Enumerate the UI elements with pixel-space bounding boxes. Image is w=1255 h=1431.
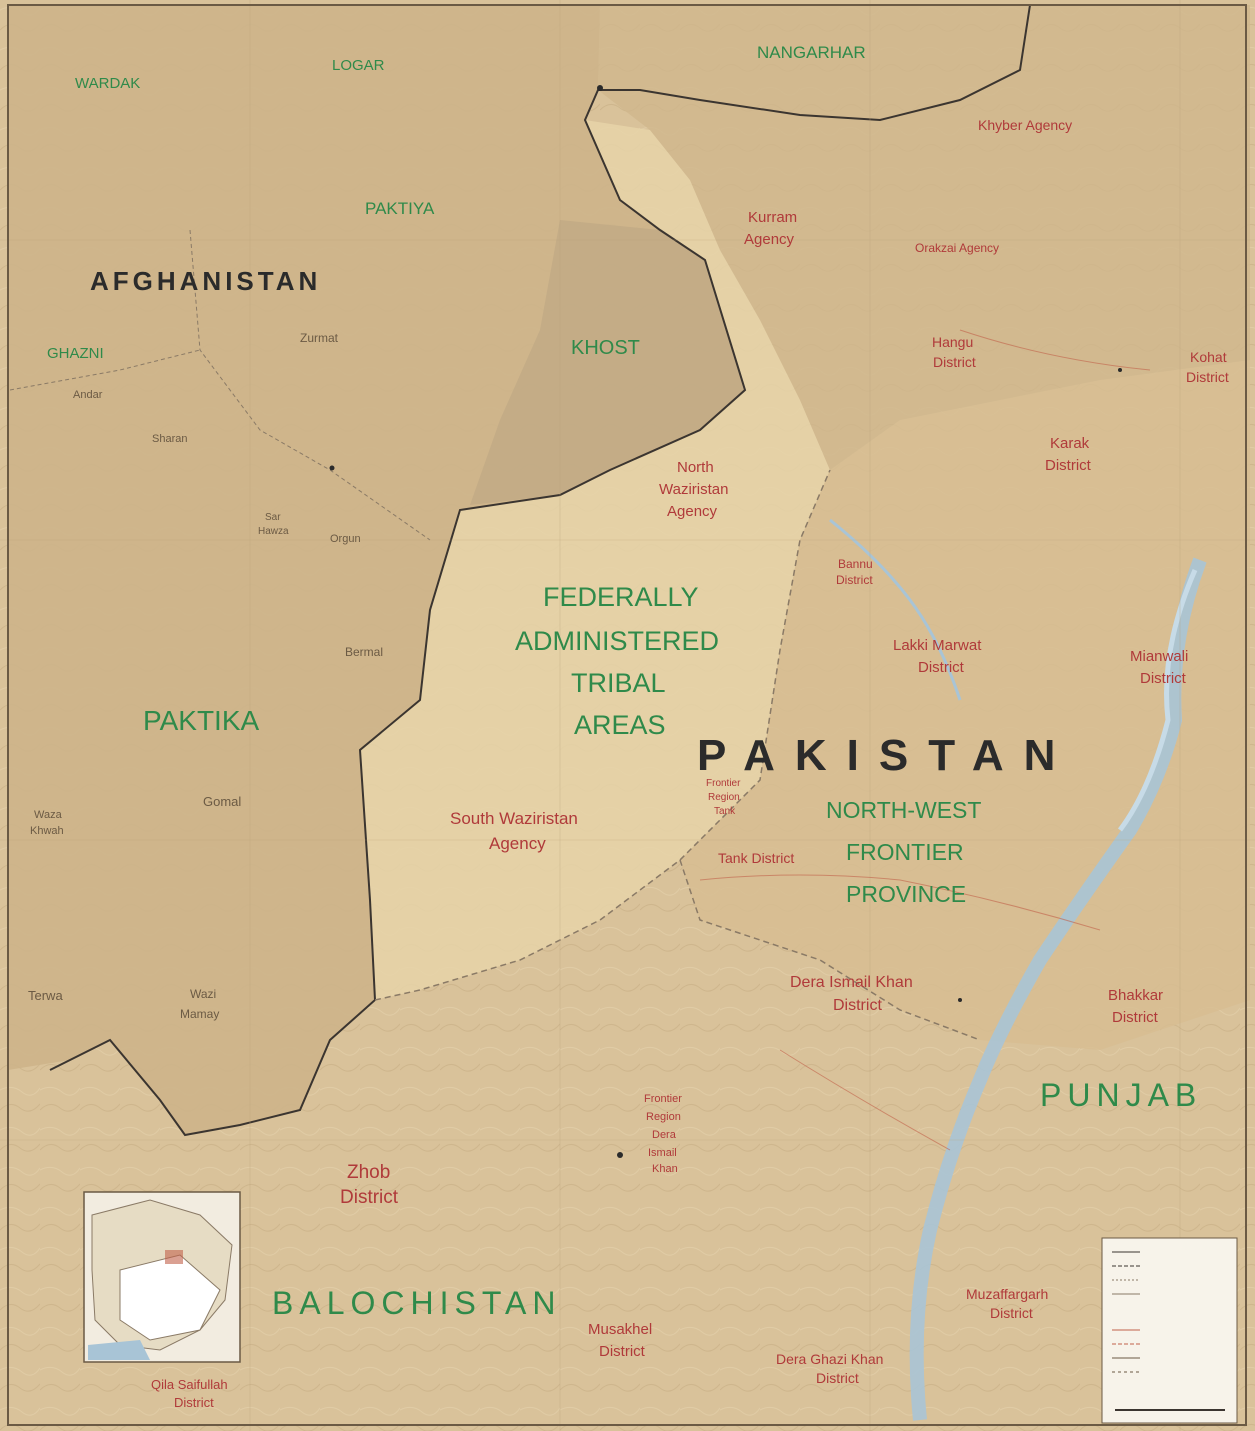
label-waza-khwah-2: Khwah — [30, 825, 64, 837]
label-nwfp-line1: NORTH-WEST — [826, 797, 981, 823]
label-paktika: PAKTIKA — [143, 705, 260, 736]
label-mianwali-1: Mianwali — [1130, 648, 1188, 665]
label-balochistan: BALOCHISTAN — [272, 1285, 561, 1321]
label-bhakkar-1: Bhakkar — [1108, 987, 1163, 1004]
locator-inset — [83, 1191, 241, 1363]
label-wazi-1: Wazi — [190, 987, 216, 1001]
label-wardak: WARDAK — [75, 75, 140, 92]
label-hangu-1: Hangu — [932, 334, 973, 350]
northern-mountains — [598, 5, 1250, 470]
label-nwfp-line3: PROVINCE — [846, 881, 966, 907]
provincial-boundary-2 — [679, 859, 981, 1041]
label-nwfp-line2: FRONTIER — [846, 839, 964, 865]
label-afghanistan: AFGHANISTAN — [90, 266, 321, 296]
label-gomal: Gomal — [203, 794, 241, 809]
label-kohat-1: Kohat — [1190, 349, 1227, 365]
label-kohat-2: District — [1186, 369, 1229, 385]
provincial-boundary — [374, 469, 831, 1001]
label-bhakkar-2: District — [1112, 1009, 1159, 1026]
label-mianwali-2: District — [1140, 670, 1187, 687]
label-dik-2: District — [833, 997, 882, 1014]
label-sar-hawza-2: Hawza — [258, 526, 289, 537]
afghan-province-line — [189, 229, 431, 541]
label-fr-dik-4: Ismail — [648, 1147, 677, 1159]
label-nangarhar: NANGARHAR — [757, 43, 866, 62]
kurram-river — [829, 518, 962, 701]
label-bannu-2: District — [836, 573, 873, 587]
label-musakhel-2: District — [599, 1343, 646, 1360]
label-dgk-1: Dera Ghazi Khan — [776, 1351, 883, 1367]
label-lakki-2: District — [918, 659, 965, 676]
map-frame — [7, 4, 1247, 1426]
label-logar: LOGAR — [332, 57, 385, 74]
label-dgk-2: District — [816, 1370, 859, 1386]
label-hangu-2: District — [933, 354, 976, 370]
label-bannu-1: Bannu — [838, 557, 873, 571]
afghan-province-line-2 — [9, 349, 201, 391]
label-fr-tank-3: Tank — [714, 806, 736, 817]
label-fata-line1: FEDERALLY — [543, 582, 699, 612]
label-tank: Tank District — [718, 850, 794, 866]
indus-river — [909, 557, 1207, 1421]
label-wazi-2: Mamay — [180, 1007, 219, 1021]
label-terwa: Terwa — [28, 988, 63, 1003]
label-kurram-1: Kurram — [748, 209, 797, 226]
label-fr-dik-5: Khan — [652, 1163, 678, 1175]
label-andar: Andar — [73, 389, 103, 401]
khost-shade — [470, 220, 745, 505]
label-north-waziristan-3: Agency — [667, 503, 718, 520]
city-markers — [329, 85, 1122, 1158]
label-south-waziristan-2: Agency — [489, 834, 546, 853]
label-kurram-2: Agency — [744, 231, 795, 248]
label-pakistan: PAKISTAN — [697, 731, 1075, 780]
label-zhob-2: District — [340, 1187, 399, 1208]
label-muzaffargarh-2: District — [990, 1305, 1033, 1321]
legend-box — [1101, 1237, 1238, 1424]
label-fata-line2: ADMINISTERED — [515, 626, 719, 656]
label-north-waziristan-1: North — [677, 459, 714, 476]
label-karak-2: District — [1045, 457, 1092, 474]
label-south-waziristan-1: South Waziristan — [450, 809, 578, 828]
label-ghazni: GHAZNI — [47, 345, 104, 362]
label-waza-khwah-1: Waza — [34, 809, 63, 821]
label-dik-1: Dera Ismail Khan — [790, 974, 913, 991]
label-punjab: PUNJAB — [1040, 1077, 1202, 1113]
label-khost: KHOST — [571, 337, 640, 359]
fata-region — [360, 120, 830, 1000]
label-zurmat: Zurmat — [300, 331, 339, 345]
label-qila-saifullah-2: District — [174, 1395, 214, 1410]
label-fr-dik-3: Dera — [652, 1129, 677, 1141]
label-bermal: Bermal — [345, 645, 383, 659]
label-fata-line3: TRIBAL — [571, 668, 666, 698]
label-qila-saifullah-1: Qila Saifullah — [151, 1377, 228, 1392]
label-sharan: Sharan — [152, 433, 187, 445]
label-zhob-1: Zhob — [347, 1162, 390, 1183]
label-lakki-1: Lakki Marwat — [893, 637, 982, 654]
label-fr-tank-1: Frontier — [706, 778, 741, 789]
label-fr-tank-2: Region — [708, 792, 740, 803]
label-orakzai: Orakzai Agency — [915, 241, 999, 255]
label-sar-hawza-1: Sar — [265, 512, 281, 523]
roads — [699, 329, 1151, 1151]
international-border — [49, 4, 1031, 1137]
indus-channel — [1117, 568, 1198, 832]
label-muzaffargarh-1: Muzaffargarh — [966, 1286, 1048, 1302]
label-fr-dik-2: Region — [646, 1111, 681, 1123]
label-musakhel-1: Musakhel — [588, 1321, 652, 1338]
label-orgun: Orgun — [330, 533, 361, 545]
label-paktiya: PAKTIYA — [365, 199, 435, 218]
nwfp-region — [680, 360, 1250, 1050]
label-fata-line4: AREAS — [574, 710, 666, 740]
label-north-waziristan-2: Waziristan — [659, 481, 728, 498]
label-karak-1: Karak — [1050, 435, 1090, 452]
label-fr-dik-1: Frontier — [644, 1093, 682, 1105]
label-khyber: Khyber Agency — [978, 117, 1072, 133]
